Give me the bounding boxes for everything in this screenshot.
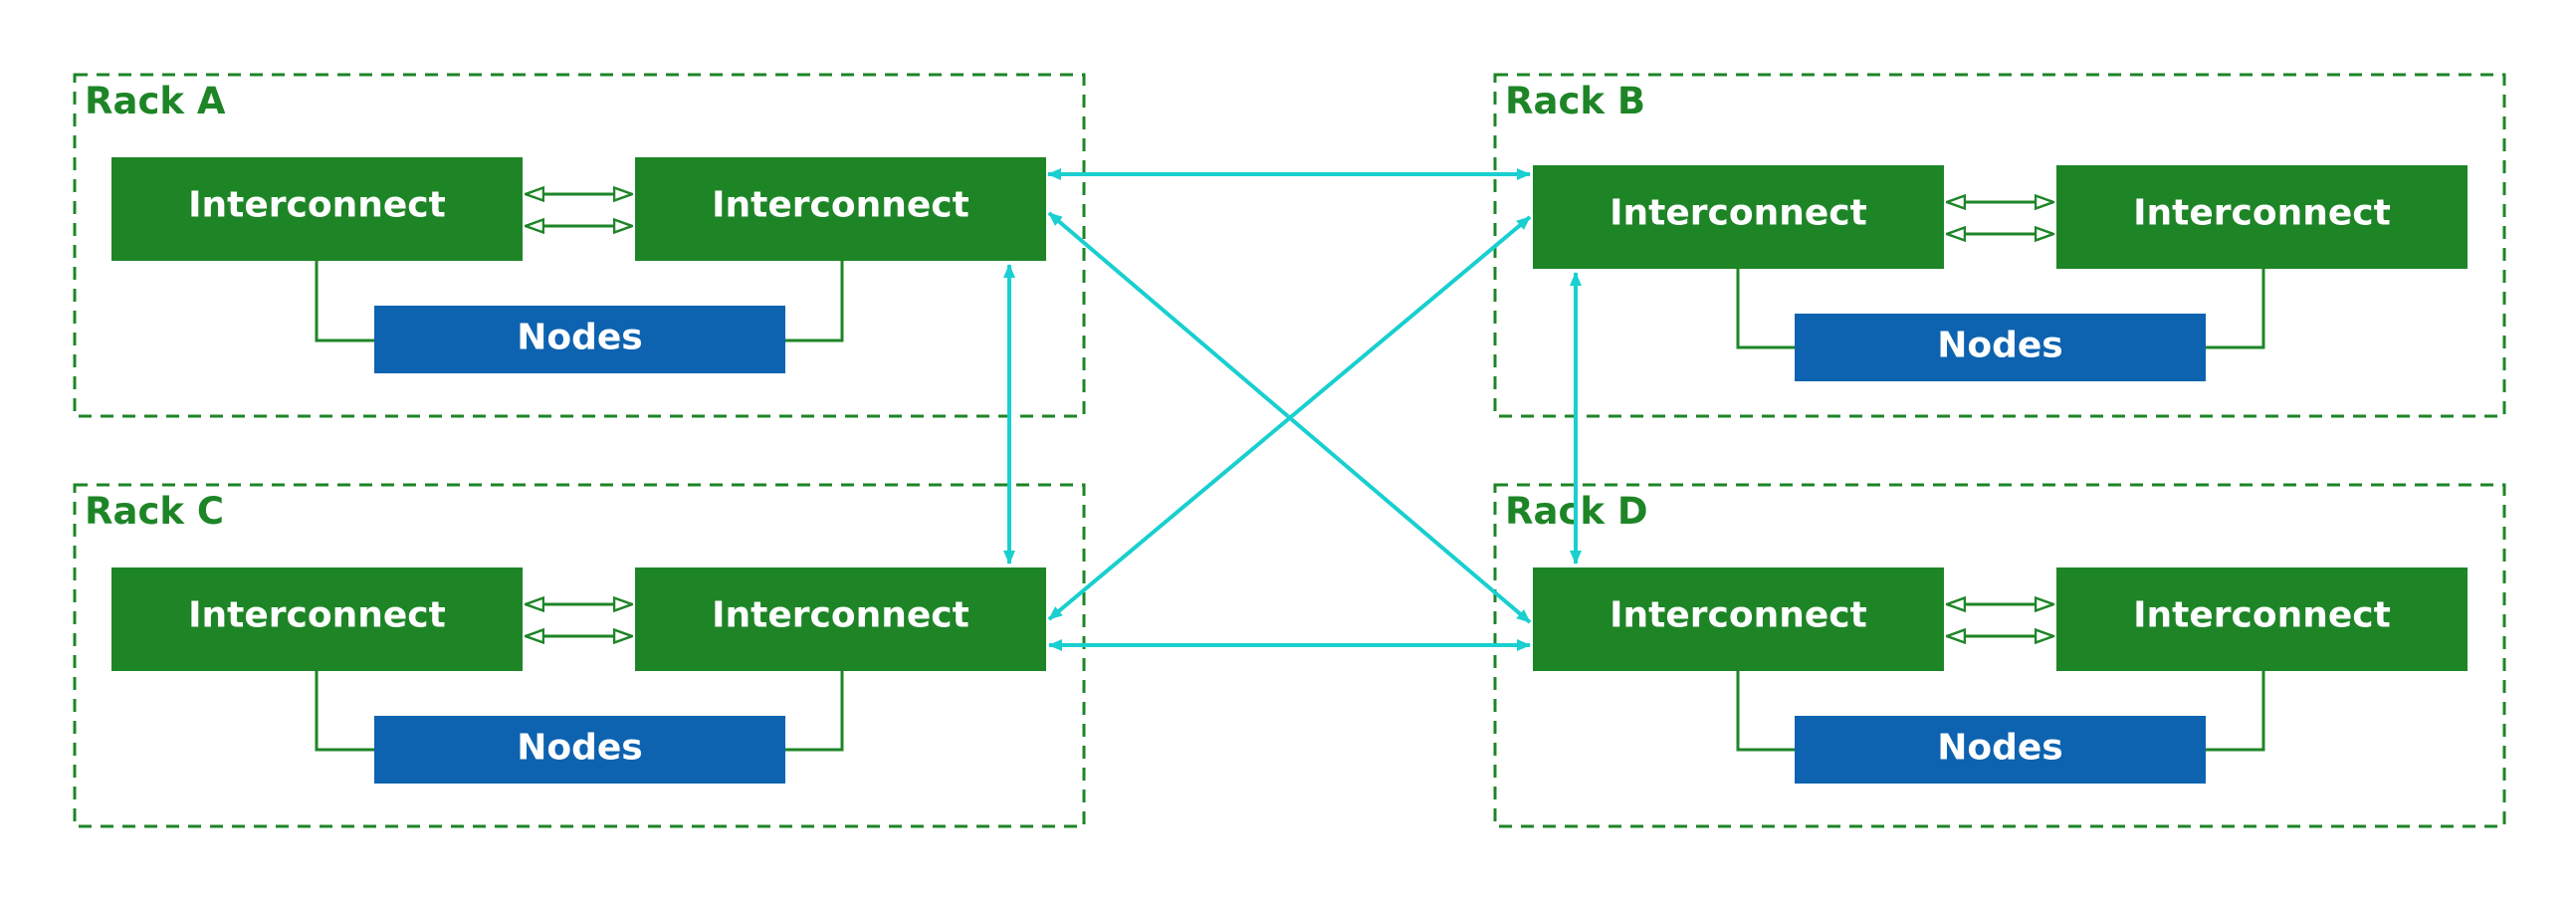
rack-d-link-left: [1736, 671, 1798, 752]
rack-c-nodes-label: Nodes: [517, 728, 642, 769]
rack-d-switch-right: [2056, 567, 2468, 671]
rack-a-nodes-label: Nodes: [517, 318, 642, 358]
rack-c-switch-right-label: Interconnect: [712, 595, 969, 636]
rack-c-switch-left-label: Interconnect: [188, 595, 446, 636]
link-rack-b-rack-c: [1047, 215, 1532, 621]
rack-a-switch-left: [111, 157, 523, 261]
rack-d-switch-left-label: Interconnect: [1610, 595, 1867, 636]
rack-a: Rack A Interconnect Interconnect Nodes: [73, 73, 1086, 418]
rack-d-nodes-label: Nodes: [1937, 728, 2062, 769]
rack-b-switch-right-label: Interconnect: [2133, 193, 2391, 234]
rack-c-title: Rack C: [85, 490, 224, 533]
rack-b: Rack B Interconnect Interconnect Nodes: [1493, 73, 2506, 418]
rack-c-link-left: [315, 671, 376, 752]
rack-b-nodes: [1795, 314, 2206, 381]
inter-rack-links: [1003, 168, 1582, 651]
rack-b-link-left: [1736, 269, 1798, 349]
rack-b-switch-left: [1533, 165, 1944, 269]
rack-a-switch-right: [635, 157, 1046, 261]
rack-a-link-left: [315, 261, 376, 342]
rack-a-title: Rack A: [85, 80, 226, 122]
rack-c-switch-right: [635, 567, 1046, 671]
rack-d-link-right: [2204, 671, 2265, 752]
rack-d: Rack D Interconnect Interconnect Nodes: [1493, 483, 2506, 828]
rack-c-switch-left: [111, 567, 523, 671]
rack-a-nodes: [374, 306, 785, 373]
rack-a-switch-right-label: Interconnect: [712, 185, 969, 226]
rack-b-title: Rack B: [1505, 80, 1645, 122]
rack-a-link-right: [782, 261, 844, 342]
rack-b-switch-left-label: Interconnect: [1610, 193, 1867, 234]
rack-a-switch-left-label: Interconnect: [188, 185, 446, 226]
rack-d-switch-right-label: Interconnect: [2133, 595, 2391, 636]
rack-d-switch-left: [1533, 567, 1944, 671]
rack-c-nodes: [374, 716, 785, 784]
rack-b-switch-right: [2056, 165, 2468, 269]
rack-a-boundary: [73, 73, 1086, 418]
rack-c-link-right: [782, 671, 844, 752]
rack-d-boundary: [1493, 483, 2506, 828]
rack-c-boundary: [73, 483, 1086, 828]
rack-b-link-right: [2204, 269, 2265, 349]
rack-c: Rack C Interconnect Interconnect Nodes: [73, 483, 1086, 828]
rack-d-nodes: [1795, 716, 2206, 784]
rack-b-nodes-label: Nodes: [1937, 326, 2062, 366]
